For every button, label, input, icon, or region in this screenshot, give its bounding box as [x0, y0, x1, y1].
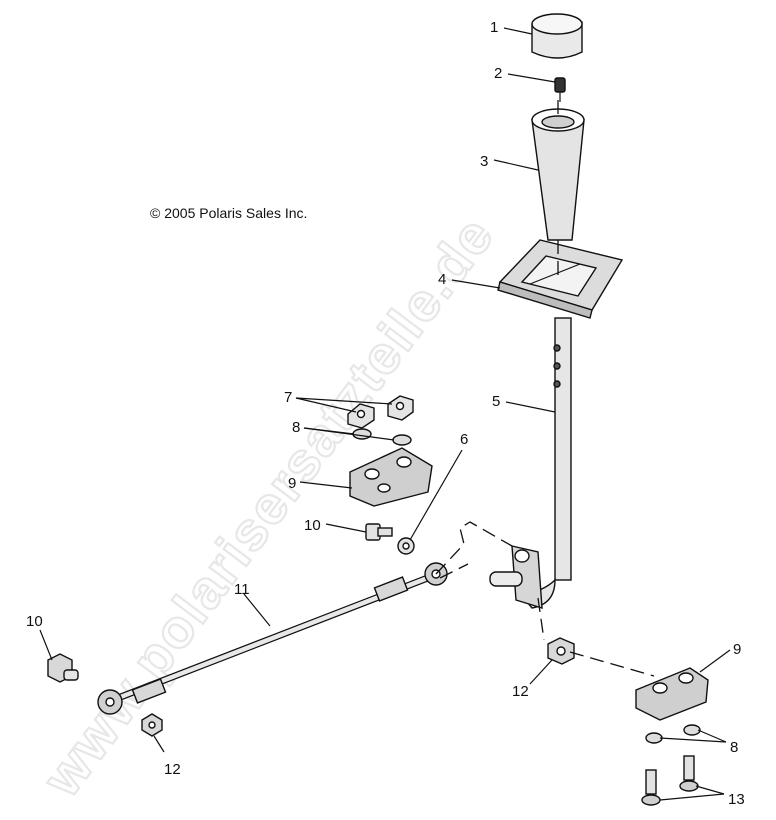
- washer-upper-right: [392, 434, 412, 446]
- nut-lower-left: [141, 713, 163, 737]
- washer-lower-right: [683, 724, 701, 736]
- leader-lines: [39, 27, 731, 801]
- shift-handle: [531, 108, 585, 241]
- washer-6: [397, 537, 415, 555]
- callout-10b: 10: [26, 613, 43, 630]
- linkage-rod: [97, 562, 448, 715]
- callout-1: 1: [490, 19, 498, 36]
- pivot-bracket: [489, 545, 543, 609]
- washer-lower-left: [645, 732, 663, 744]
- callout-7: 7: [284, 389, 292, 406]
- shift-knob: [531, 13, 583, 59]
- callout-10a: 10: [304, 517, 321, 534]
- callout-6: 6: [460, 431, 468, 448]
- callout-13: 13: [728, 791, 745, 808]
- callout-5: 5: [492, 393, 500, 410]
- nut-upper-left: [347, 403, 375, 429]
- bolt-lower: [47, 653, 79, 683]
- nut-upper-right: [387, 395, 414, 421]
- callout-2: 2: [494, 65, 502, 82]
- shift-boot: [497, 239, 624, 319]
- callout-8b: 8: [730, 739, 738, 756]
- screw-lower-right: [679, 755, 699, 792]
- mount-bracket-upper: [349, 447, 433, 507]
- bolt-upper: [365, 523, 393, 541]
- screw-lower-left: [641, 769, 661, 806]
- washer-upper-left: [352, 428, 372, 440]
- copyright-notice: © 2005 Polaris Sales Inc.: [150, 205, 307, 221]
- shift-rod: [520, 317, 572, 609]
- callout-11: 11: [234, 581, 250, 598]
- assembly-lines: [435, 100, 655, 677]
- set-screw: [554, 77, 566, 102]
- callout-9b: 9: [733, 641, 741, 658]
- nut-lower-right: [547, 637, 575, 665]
- watermark: www.polarisersatzteile.de: [31, 205, 506, 808]
- callout-12b: 12: [512, 683, 529, 700]
- callout-12a: 12: [164, 761, 181, 778]
- callout-8a: 8: [292, 419, 300, 436]
- callout-3: 3: [480, 153, 488, 170]
- callout-9a: 9: [288, 475, 296, 492]
- mount-bracket-lower: [635, 667, 709, 721]
- callout-4: 4: [438, 271, 446, 288]
